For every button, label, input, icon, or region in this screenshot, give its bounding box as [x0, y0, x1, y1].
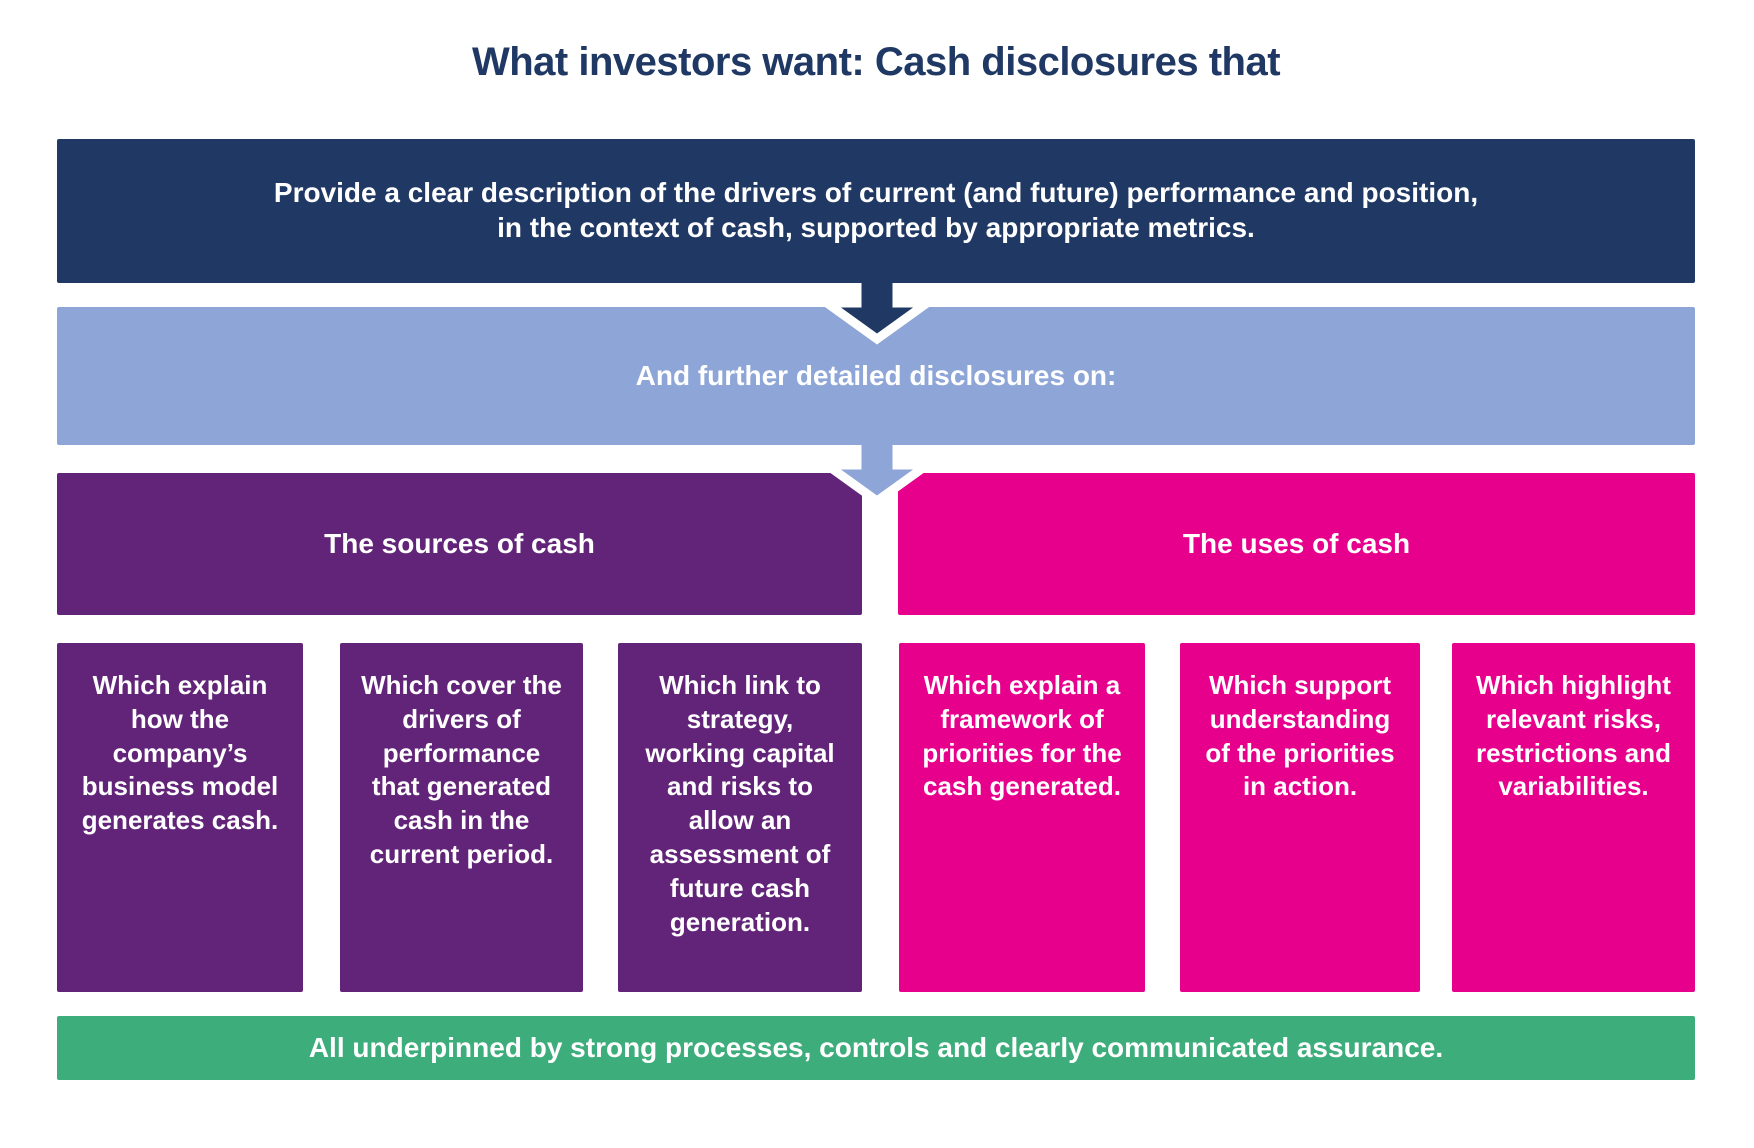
- source-card-strategy-link: Which link to strategy, working capital …: [618, 643, 862, 992]
- down-arrow-icon: [807, 283, 947, 347]
- page-title: What investors want: Cash disclosures th…: [471, 40, 1281, 84]
- source-card-text: Which cover the drivers of performance t…: [361, 670, 562, 869]
- source-card-drivers: Which cover the drivers of performance t…: [340, 643, 583, 992]
- use-card-risks: Which highlight relevant risks, restrict…: [1452, 643, 1695, 992]
- use-card-text: Which support understanding of the prior…: [1205, 670, 1395, 802]
- uses-of-cash-header: The uses of cash: [898, 473, 1695, 615]
- use-card-priorities: Which support understanding of the prior…: [1180, 643, 1420, 992]
- secondary-banner-text: And further detailed disclosures on:: [635, 360, 1117, 391]
- top-banner-line-1: Provide a clear description of the drive…: [273, 177, 1479, 209]
- down-arrow-icon: [807, 445, 947, 509]
- source-card-business-model: Which explain how the company’s business…: [57, 643, 303, 992]
- top-banner-line-2: in the context of cash, supported by app…: [497, 212, 1255, 243]
- top-banner: Provide a clear description of the drive…: [57, 139, 1695, 283]
- assurance-banner: All underpinned by strong processes, con…: [57, 1016, 1695, 1080]
- use-card-framework: Which explain a framework of priorities …: [899, 643, 1145, 992]
- uses-of-cash-header-text: The uses of cash: [1182, 528, 1411, 559]
- source-card-text: Which explain how the company’s business…: [81, 670, 279, 836]
- sources-of-cash-header: The sources of cash: [57, 473, 862, 615]
- use-card-text: Which explain a framework of priorities …: [922, 670, 1122, 802]
- use-card-text: Which highlight relevant risks, restrict…: [1475, 670, 1672, 802]
- sources-of-cash-header-text: The sources of cash: [324, 528, 595, 559]
- source-card-text: Which link to strategy, working capital …: [645, 670, 835, 937]
- assurance-banner-text: All underpinned by strong processes, con…: [308, 1032, 1444, 1063]
